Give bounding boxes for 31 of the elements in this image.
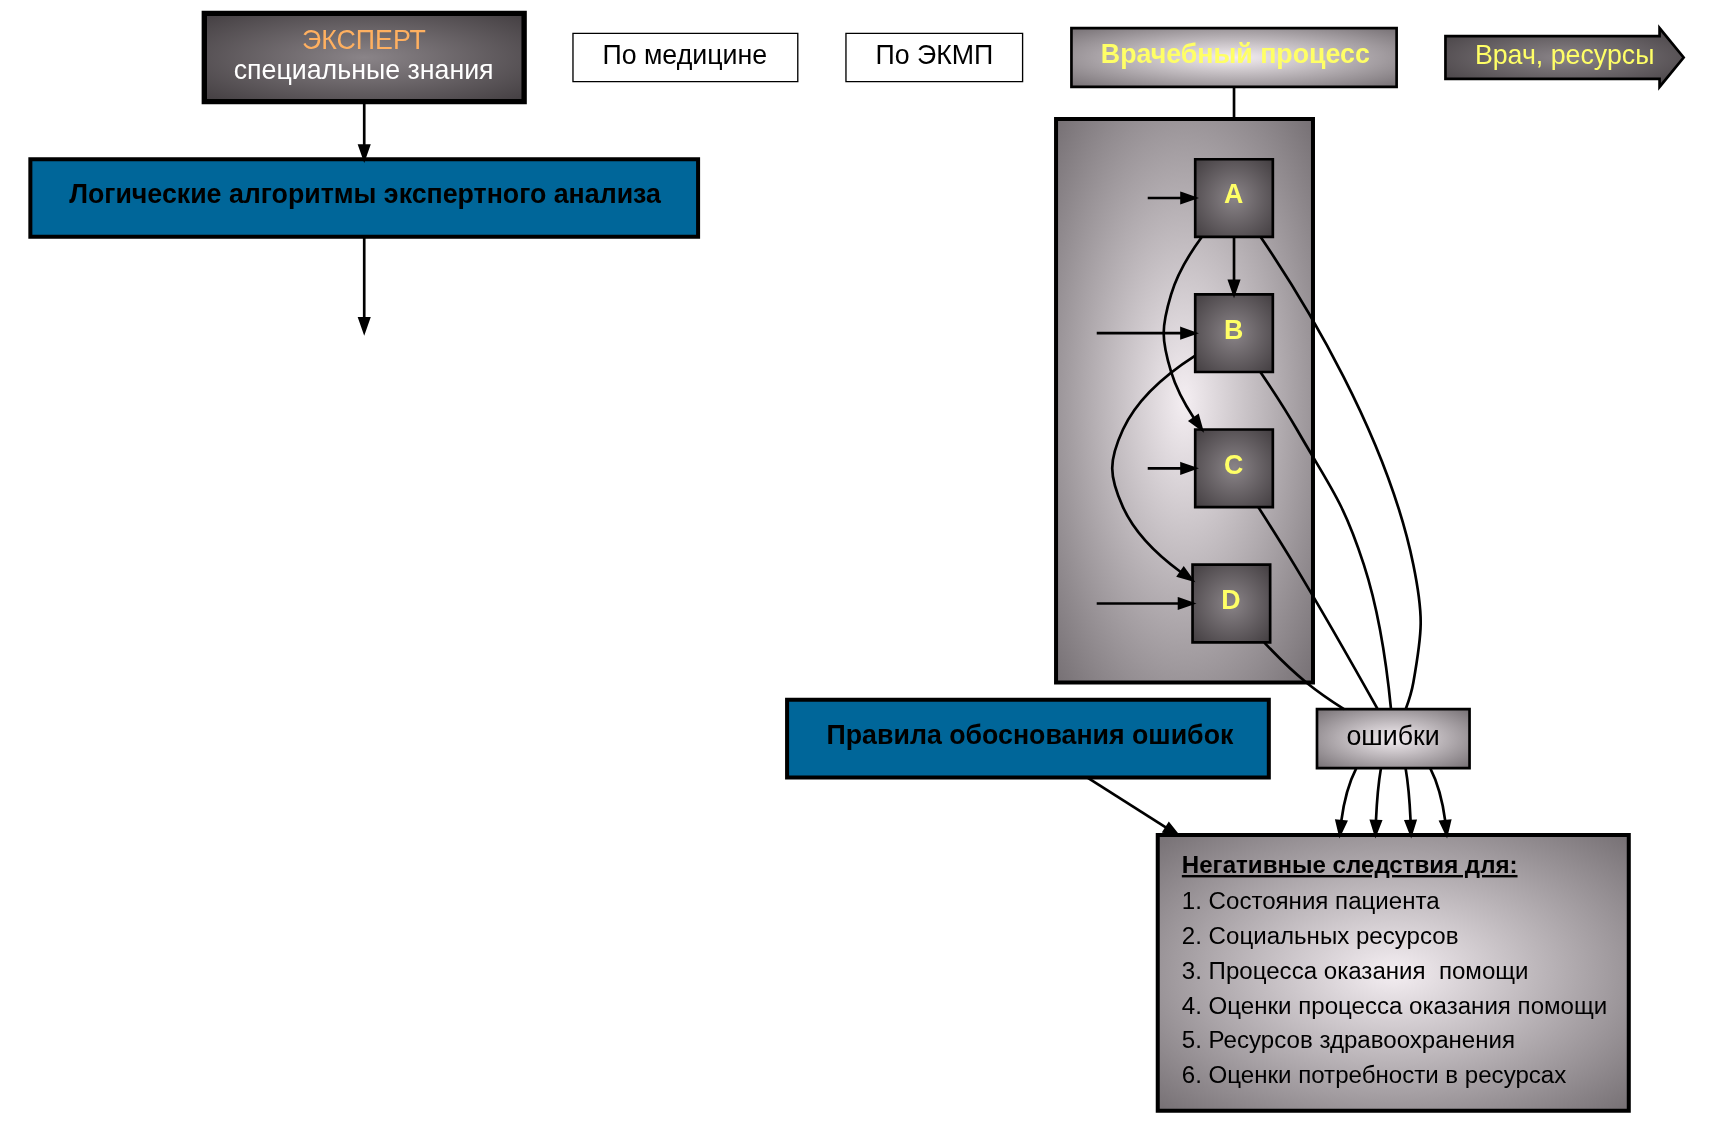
node-box: B xyxy=(1193,293,1275,374)
arrow xyxy=(1110,354,1196,583)
node-box: Правила обоснования ошибок xyxy=(785,697,1271,780)
connector xyxy=(1232,87,1236,120)
arrow xyxy=(1096,596,1197,611)
node-box: ЭКСПЕРТ специальные знания xyxy=(201,10,527,105)
arrow xyxy=(1147,461,1199,475)
cluster xyxy=(1054,117,1315,685)
node-box: По ЭКМП xyxy=(845,32,1024,83)
arrow xyxy=(1429,767,1452,839)
connector xyxy=(1259,371,1393,710)
node-box: Негативные следствия для: 1. Состояния пациента 2. Социальных ресурсов 3. Процесса оказания помощи 4. Оценки процесса оказания помощи 5. Ресурсов здравоохранения 6. Оценки потребности в ресурсах xyxy=(1155,832,1631,1113)
arrow xyxy=(1096,326,1199,340)
arrow xyxy=(1147,191,1199,205)
connector xyxy=(1263,641,1345,711)
node-box: Врачебный процесс xyxy=(1070,26,1398,89)
arrow xyxy=(1162,236,1205,433)
connector xyxy=(1259,236,1422,710)
arrow xyxy=(1403,768,1418,839)
arrow xyxy=(1227,236,1241,299)
node-box: По медицине xyxy=(572,32,799,83)
node-box: A xyxy=(1193,157,1275,239)
arrow xyxy=(357,101,371,164)
node-box: Логические алгоритмы экспертного анализа xyxy=(28,157,701,239)
node-box: C xyxy=(1193,428,1275,509)
arrow xyxy=(1334,767,1358,839)
arrow xyxy=(1369,768,1383,839)
arrow xyxy=(357,236,371,336)
node-box: ошибки xyxy=(1315,707,1471,770)
node-box: D xyxy=(1191,563,1272,644)
connector xyxy=(1257,506,1379,710)
